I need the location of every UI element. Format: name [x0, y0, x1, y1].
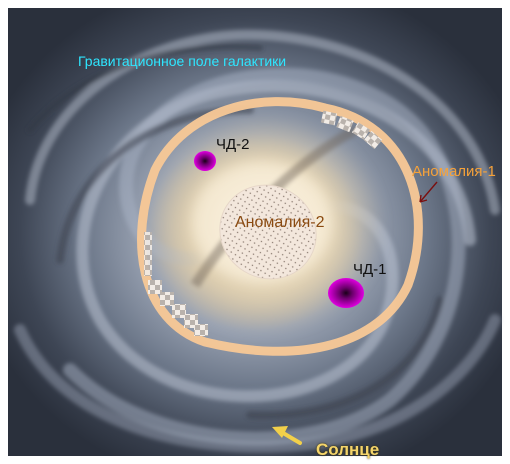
anomaly-ring: [137, 97, 423, 356]
sun-label: Солнце: [316, 440, 380, 459]
ring-gap-top: [320, 110, 383, 150]
galactic-field-label: Гравитационное поле галактики: [78, 53, 287, 69]
anomaly-1-label: Аномалия-1: [412, 163, 496, 180]
anomaly-2-label: Аномалия-2: [235, 214, 325, 231]
anomaly-2-region: [219, 184, 317, 280]
sun-arrow-icon: [272, 426, 302, 445]
black-hole-1-label: ЧД-1: [353, 261, 387, 278]
black-hole-2-marker: [194, 151, 216, 171]
black-hole-1-marker: [328, 278, 364, 308]
black-hole-2-label: ЧД-2: [216, 136, 250, 153]
ring-gap-left: [144, 232, 208, 336]
arrow-icon: [419, 181, 438, 203]
